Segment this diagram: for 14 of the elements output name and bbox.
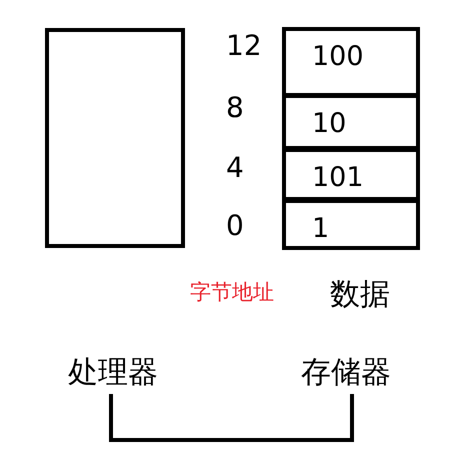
component-label: 处理器 bbox=[58, 352, 168, 394]
component-label: 存储器 bbox=[291, 352, 401, 394]
memory-cell: 10 bbox=[282, 94, 420, 150]
caption: 数据 bbox=[330, 280, 390, 310]
address-label: 12 bbox=[226, 32, 262, 60]
memory-cell: 101 bbox=[282, 148, 420, 201]
processor-box bbox=[45, 28, 185, 248]
connector-line bbox=[109, 394, 354, 442]
memory-cell: 100 bbox=[282, 27, 420, 97]
address-label: 4 bbox=[226, 154, 244, 182]
memory-cell: 1 bbox=[282, 199, 420, 250]
caption: 字节地址 bbox=[190, 282, 274, 303]
address-label: 8 bbox=[226, 94, 244, 122]
address-label: 0 bbox=[226, 212, 244, 240]
